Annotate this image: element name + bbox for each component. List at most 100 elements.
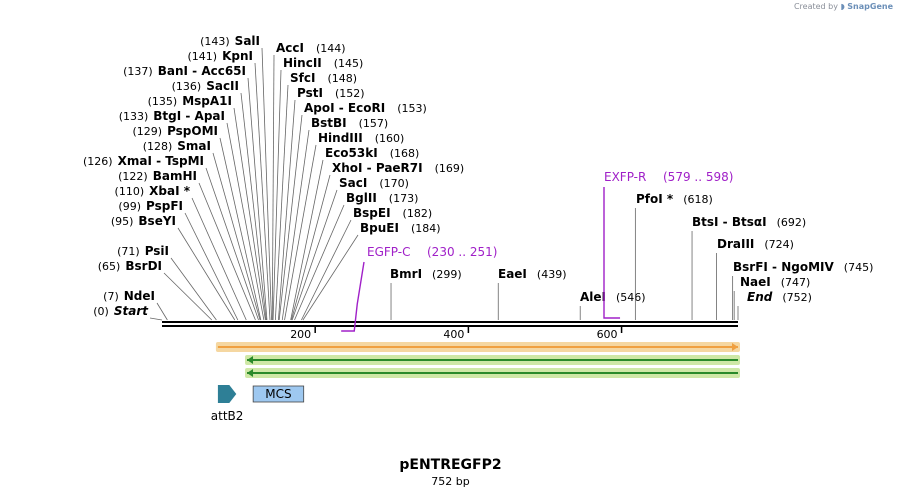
enzyme-position: (169) [435,162,465,175]
enzyme-name: BmrI [390,267,422,281]
enzyme-name: SmaI [177,139,211,153]
enzyme-leader-line [261,47,272,321]
plasmid-length: 752 bp [431,475,470,488]
enzyme-name: AleI [580,290,606,304]
enzyme-name: ApoI - EcoRI [304,101,385,115]
enzyme-name: BspEI [353,206,391,220]
enzyme-leader-line [233,107,266,321]
enzyme-position: (148) [327,72,357,85]
attb2-label: attB2 [211,409,244,423]
enzyme-leader-line [284,144,317,321]
enzyme-name: End [747,290,773,304]
enzyme-leader-line [177,227,236,321]
enzyme-position: (141) [188,50,218,63]
enzyme-name: Eco53kI [325,146,378,160]
enzyme-name: Start [114,304,149,318]
credit-brand: SnapGene [847,2,893,11]
primer-range: (579 .. 598) [663,170,733,184]
enzyme-position: (7) [103,290,119,303]
enzyme-leader-line [291,174,331,321]
enzyme-name: BtgI - ApaI [153,109,225,123]
enzyme-name: PspFI [146,199,183,213]
enzyme-leader-line [274,84,289,321]
enzyme-leader-line [191,197,247,321]
enzyme-position: (182) [403,207,433,220]
enzyme-position: (160) [375,132,405,145]
enzyme-position: (95) [111,215,134,228]
plasmid-name: pENTREGFP2 [399,457,502,473]
enzyme-name: XbaI * [149,184,191,198]
orf-arrowhead-left [247,356,254,364]
enzyme-position: (153) [397,102,427,115]
ruler-tick-label: 200 [290,328,311,341]
enzyme-position: (299) [432,268,462,281]
ruler-tick-label: 400 [443,328,464,341]
enzyme-position: (752) [782,291,812,304]
enzyme-leader-line [219,137,262,321]
primer-forward-arrow [341,261,365,332]
mcs-label: MCS [265,387,291,401]
enzyme-name: DraIII [717,237,754,251]
enzyme-position: (157) [359,117,389,130]
enzyme-name: PsiI [145,244,169,258]
enzyme-position: (110) [115,185,145,198]
primer-name: EGFP-C [367,245,410,259]
enzyme-name: SalI [235,34,260,48]
enzyme-position: (136) [172,80,202,93]
enzyme-position: (71) [117,245,140,258]
enzyme-position: (65) [98,260,121,273]
snapgene-credit: Created by ◗ SnapGene [794,2,893,11]
enzyme-name: NdeI [124,289,155,303]
enzyme-position: (152) [335,87,365,100]
enzyme-name: BstBI [311,116,347,130]
enzyme-leader-line [205,167,259,321]
enzyme-position: (0) [93,305,109,318]
enzyme-position: (168) [390,147,420,160]
enzyme-name: SfcI [290,71,315,85]
enzyme-name: BpuEI [360,221,399,235]
primer-name: EXFP-R [604,170,646,184]
attb2-feature-arrow [217,385,237,403]
enzyme-leader-line [247,77,268,321]
enzyme-position: (546) [616,291,646,304]
enzyme-name: PstI [297,86,323,100]
enzyme-leader-line [184,212,239,321]
enzyme-leader-line [291,189,338,321]
enzyme-position: (133) [119,110,149,123]
enzyme-name: PspOMI [167,124,218,138]
enzyme-position: (439) [537,268,567,281]
enzyme-name: BsrDI [125,259,162,273]
enzyme-name: SacI [339,176,367,190]
enzyme-position: (143) [200,35,230,48]
enzyme-position: (170) [379,177,409,190]
enzyme-position: (745) [844,261,874,274]
enzyme-position: (692) [777,216,807,229]
enzyme-position: (724) [764,238,794,251]
enzyme-name: AccI [276,41,304,55]
enzyme-leader-line [240,92,267,321]
credit-prefix: Created by [793,2,838,11]
ruler-tick-label: 600 [597,328,618,341]
enzyme-leader-line [294,204,345,321]
enzyme-name: HindIII [318,131,363,145]
enzyme-position: (618) [683,193,713,206]
enzyme-position: (137) [123,65,153,78]
enzyme-name: KpnI [222,49,253,63]
enzyme-name: BamHI [153,169,197,183]
enzyme-name: BsrFI - NgoMIV [733,260,834,274]
enzyme-leader-line [198,182,256,321]
enzyme-position: (173) [389,192,419,205]
enzyme-position: (129) [132,125,162,138]
enzyme-name: PfoI * [636,192,674,206]
primer-range: (230 .. 251) [427,245,497,259]
enzyme-name: BseYI [138,214,176,228]
enzyme-name: BanI - Acc65I [158,64,246,78]
enzyme-leader-line [281,129,310,321]
enzyme-position: (128) [143,140,173,153]
enzyme-position: (126) [83,155,113,168]
enzyme-name: SacII [206,79,239,93]
enzyme-leader-line [278,114,303,321]
enzyme-position: (747) [781,276,811,289]
enzyme-leader-line [170,257,217,321]
enzyme-name: NaeI [740,275,771,289]
